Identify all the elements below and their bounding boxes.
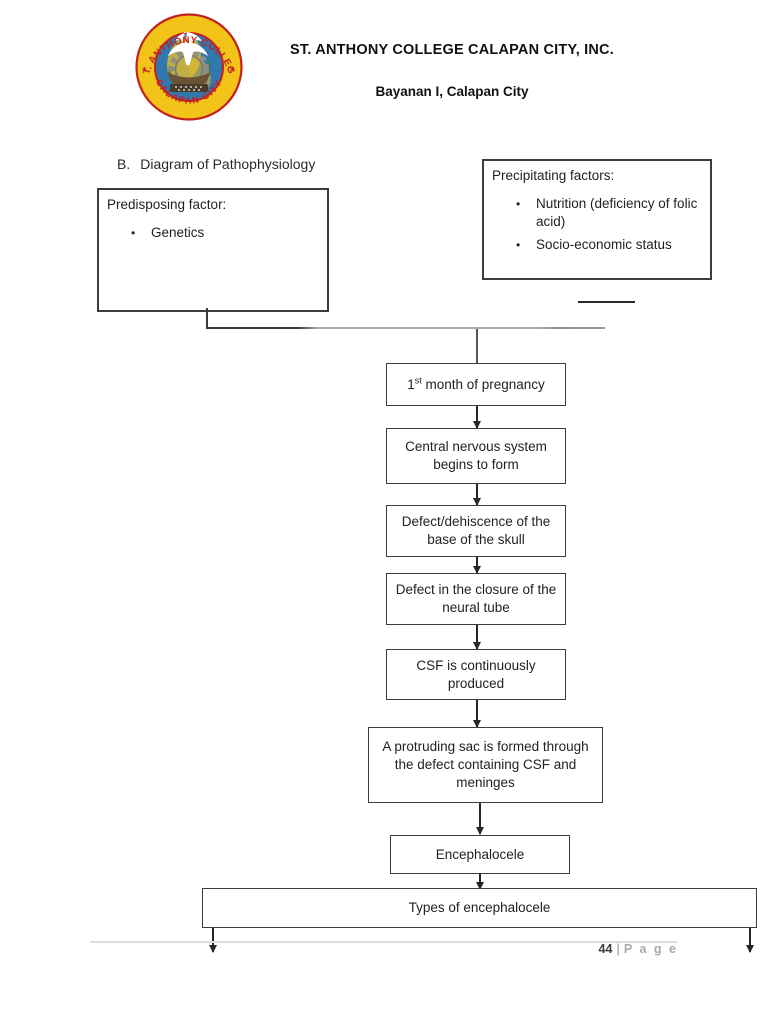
college-name: ST. ANTHONY COLLEGE CALAPAN CITY, INC. — [290, 42, 614, 58]
list-item: • Nutrition (deficiency of folic acid) — [516, 195, 700, 231]
college-address: Bayanan I, Calapan City — [375, 84, 529, 99]
precipitating-list: • Nutrition (deficiency of folic acid) •… — [484, 195, 710, 254]
dove-icon — [168, 32, 208, 66]
page-footer: 44|P a g e — [540, 942, 678, 956]
bullet-icon: • — [516, 197, 521, 211]
connector-rail — [206, 327, 605, 329]
flow-step-types: Types of encephalocele — [202, 888, 757, 928]
footer-divider — [90, 941, 677, 943]
connector-drop — [476, 329, 478, 363]
flow-step-neural-tube: Defect in the closure of the neural tube — [386, 573, 566, 625]
connector-line — [206, 308, 208, 328]
flow-arrow-down — [476, 406, 478, 428]
flow-step-csf-produced: CSF is continuously produced — [386, 649, 566, 700]
precipitating-factors-box: Precipitating factors: • Nutrition (defi… — [482, 159, 712, 280]
connector-stub — [578, 301, 635, 303]
list-item: • Genetics — [131, 224, 317, 242]
list-item-label: Socio-economic status — [536, 237, 672, 252]
predisposing-list: • Genetics — [99, 224, 327, 242]
list-item: • Socio-economic status — [516, 236, 700, 254]
seal-star-left-icon: ✶ — [141, 65, 148, 74]
ordinal-superscript: st — [414, 375, 422, 385]
bullet-icon: • — [516, 238, 521, 252]
flow-step-protruding-sac: A protruding sac is formed through the d… — [368, 727, 603, 803]
precipitating-title: Precipitating factors: — [492, 168, 615, 183]
flow-arrow-down — [476, 557, 478, 573]
predisposing-title: Predisposing factor: — [107, 197, 227, 212]
flow-step-cns-forms: Central nervous system begins to form — [386, 428, 566, 484]
flow-step-skull-defect: Defect/dehiscence of the base of the sku… — [386, 505, 566, 557]
page-number: 44 — [598, 942, 613, 956]
flow-arrow-down — [476, 625, 478, 649]
flow-arrow-branch-left — [212, 928, 214, 952]
footer-separator: | — [616, 942, 620, 956]
flow-arrow-down — [479, 803, 481, 834]
boat-icon — [167, 72, 211, 87]
section-heading: B. Diagram of Pathophysiology — [117, 156, 315, 172]
section-letter: B. — [117, 156, 131, 172]
flow-arrow-branch-right — [749, 928, 751, 952]
flow-step-label: 1st month of pregnancy — [407, 375, 545, 392]
seal-star-right-icon: ✶ — [229, 65, 236, 74]
list-item-label: Genetics — [151, 225, 205, 240]
flow-arrow-down — [476, 700, 478, 727]
predisposing-factor-box: Predisposing factor: • Genetics — [97, 188, 329, 312]
section-title: Diagram of Pathophysiology — [140, 156, 316, 172]
list-item-label: Nutrition (deficiency of folic acid) — [536, 196, 698, 229]
footer-page-word: P a g e — [623, 942, 678, 956]
flow-arrow-down — [479, 874, 481, 889]
bullet-icon: • — [131, 226, 136, 240]
flow-step-encephalocele: Encephalocele — [390, 835, 570, 874]
flow-step-first-month: 1st month of pregnancy — [386, 363, 566, 406]
flow-arrow-down — [476, 484, 478, 505]
college-seal-logo: ST. ANTHONY COLLEGE CALAPAN CITY ✶ ✶ — [134, 12, 243, 121]
